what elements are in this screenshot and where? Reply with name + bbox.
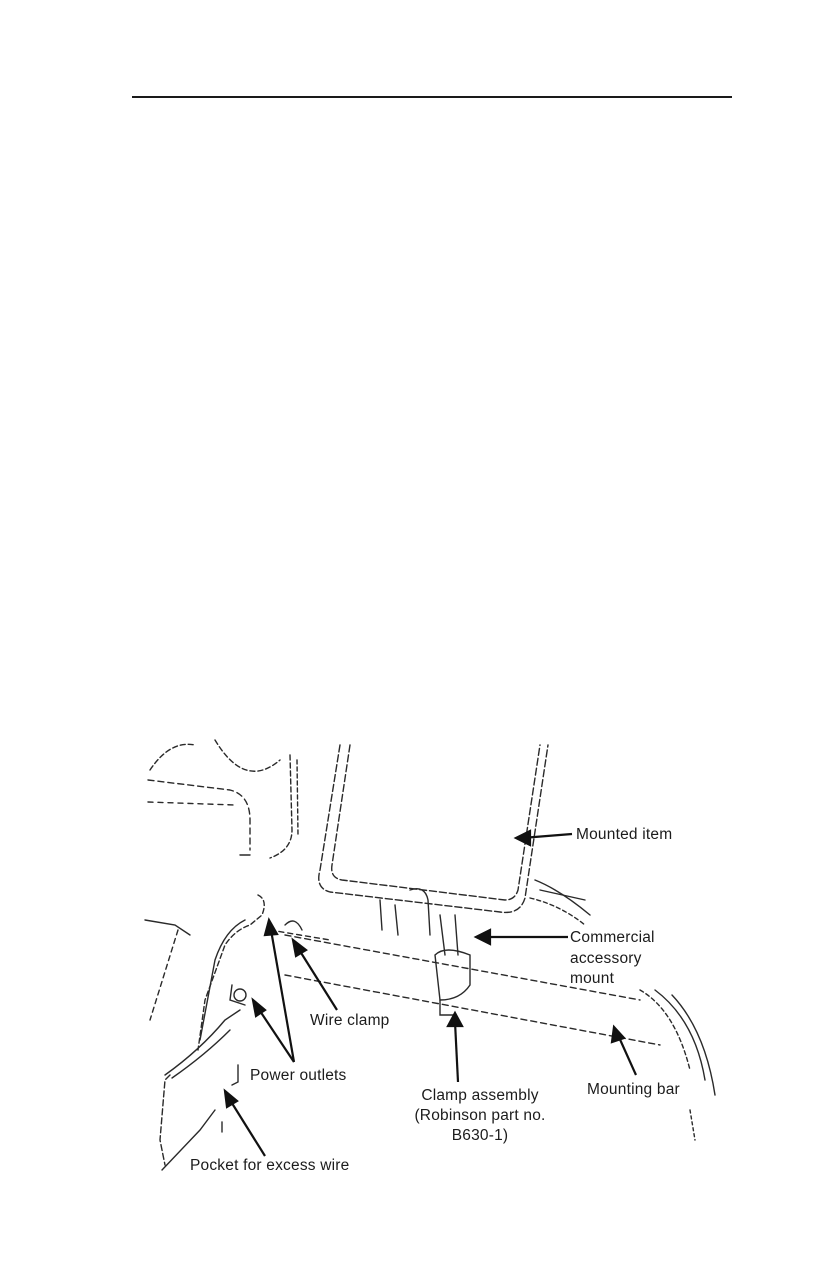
header-rule [132,96,732,98]
label-commercial-mount-line2: accessory [570,950,642,967]
label-wire-clamp: Wire clamp [310,1012,390,1029]
label-clamp-assembly-line2: (Robinson part no. [414,1107,546,1124]
label-clamp-assembly-line1: Clamp assembly [421,1087,539,1104]
label-clamp-assembly-line3: B630-1) [451,1127,509,1144]
label-mounted-item: Mounted item [576,826,673,843]
label-commercial-mount-line3: mount [570,970,615,987]
label-commercial-mount-line1: Commercial [570,929,655,946]
label-mounting-bar: Mounting bar [587,1081,680,1098]
label-pocket-excess-wire: Pocket for excess wire [190,1157,350,1174]
label-power-outlets: Power outlets [250,1067,347,1084]
